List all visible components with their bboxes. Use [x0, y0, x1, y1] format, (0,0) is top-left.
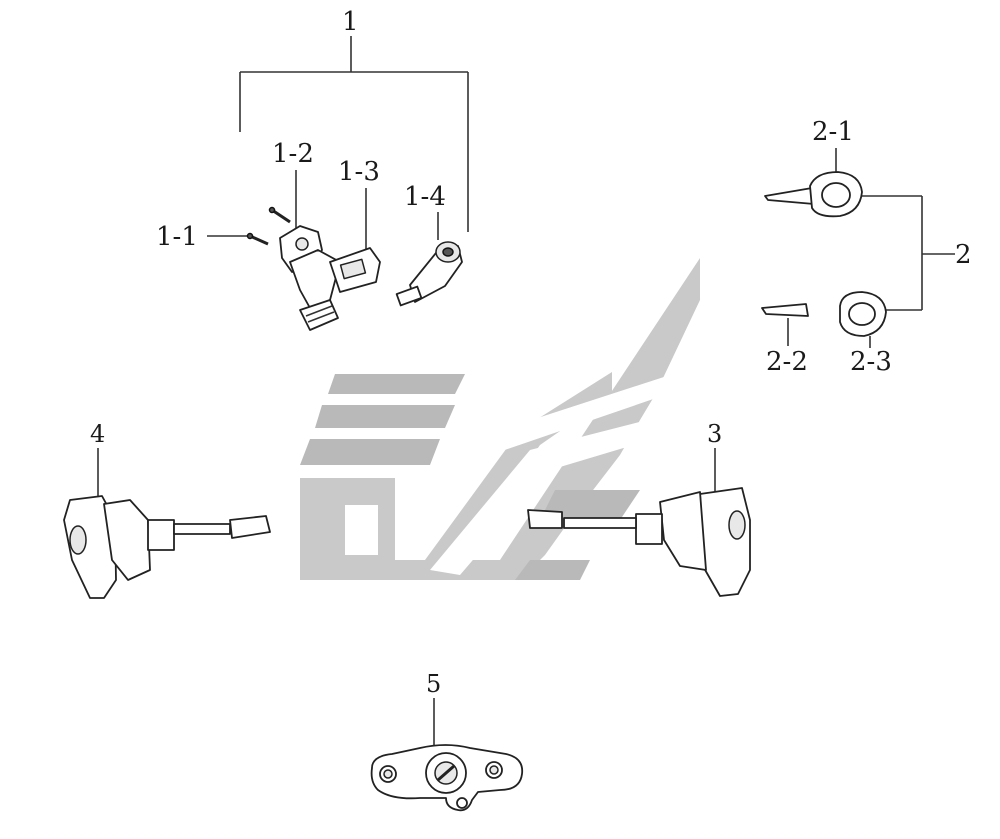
callout-label-2-2: 2-2 [766, 347, 808, 377]
callout-1-1: 1-1 [156, 222, 269, 252]
callout-label-2: 2 [955, 240, 972, 270]
screw-part [246, 232, 269, 246]
glovebox-lock-part [395, 241, 463, 307]
callout-label-1-3: 1-3 [338, 157, 380, 187]
callout-1-2: 1-2 [272, 139, 314, 232]
key-with-blade [764, 171, 863, 218]
callout-label-2-1: 2-1 [812, 117, 854, 147]
fuel-cap-lock-plate [370, 744, 524, 812]
callout-2-3: 2-3 [839, 291, 892, 377]
callout-1-4: 1-4 [395, 182, 463, 307]
callout-label-2-3: 2-3 [850, 347, 892, 377]
watermark-logo [300, 258, 700, 580]
callout-4: 4 [63, 420, 271, 599]
callout-2: 2 [860, 195, 972, 311]
callout-label-1-4: 1-4 [404, 182, 446, 212]
callout-label-1: 1 [342, 7, 359, 37]
callout-1: 1 [239, 7, 469, 232]
callout-5: 5 [370, 670, 524, 812]
callout-label-3: 3 [707, 420, 722, 448]
callout-label-1-1: 1-1 [156, 222, 198, 252]
callout-2-1: 2-1 [764, 117, 863, 218]
callout-label-4: 4 [90, 420, 105, 448]
callout-1-3: 1-3 [338, 157, 380, 252]
key-blade [761, 303, 809, 317]
left-door-lock-cylinder [63, 495, 271, 599]
callout-2-2: 2-2 [761, 303, 809, 377]
callout-label-1-2: 1-2 [272, 139, 314, 169]
callout-label-5: 5 [426, 670, 441, 698]
right-door-lock-cylinder [527, 487, 751, 597]
key-head [839, 291, 887, 337]
callout-3: 3 [527, 420, 751, 597]
ignition-lock-assembly [268, 206, 381, 331]
